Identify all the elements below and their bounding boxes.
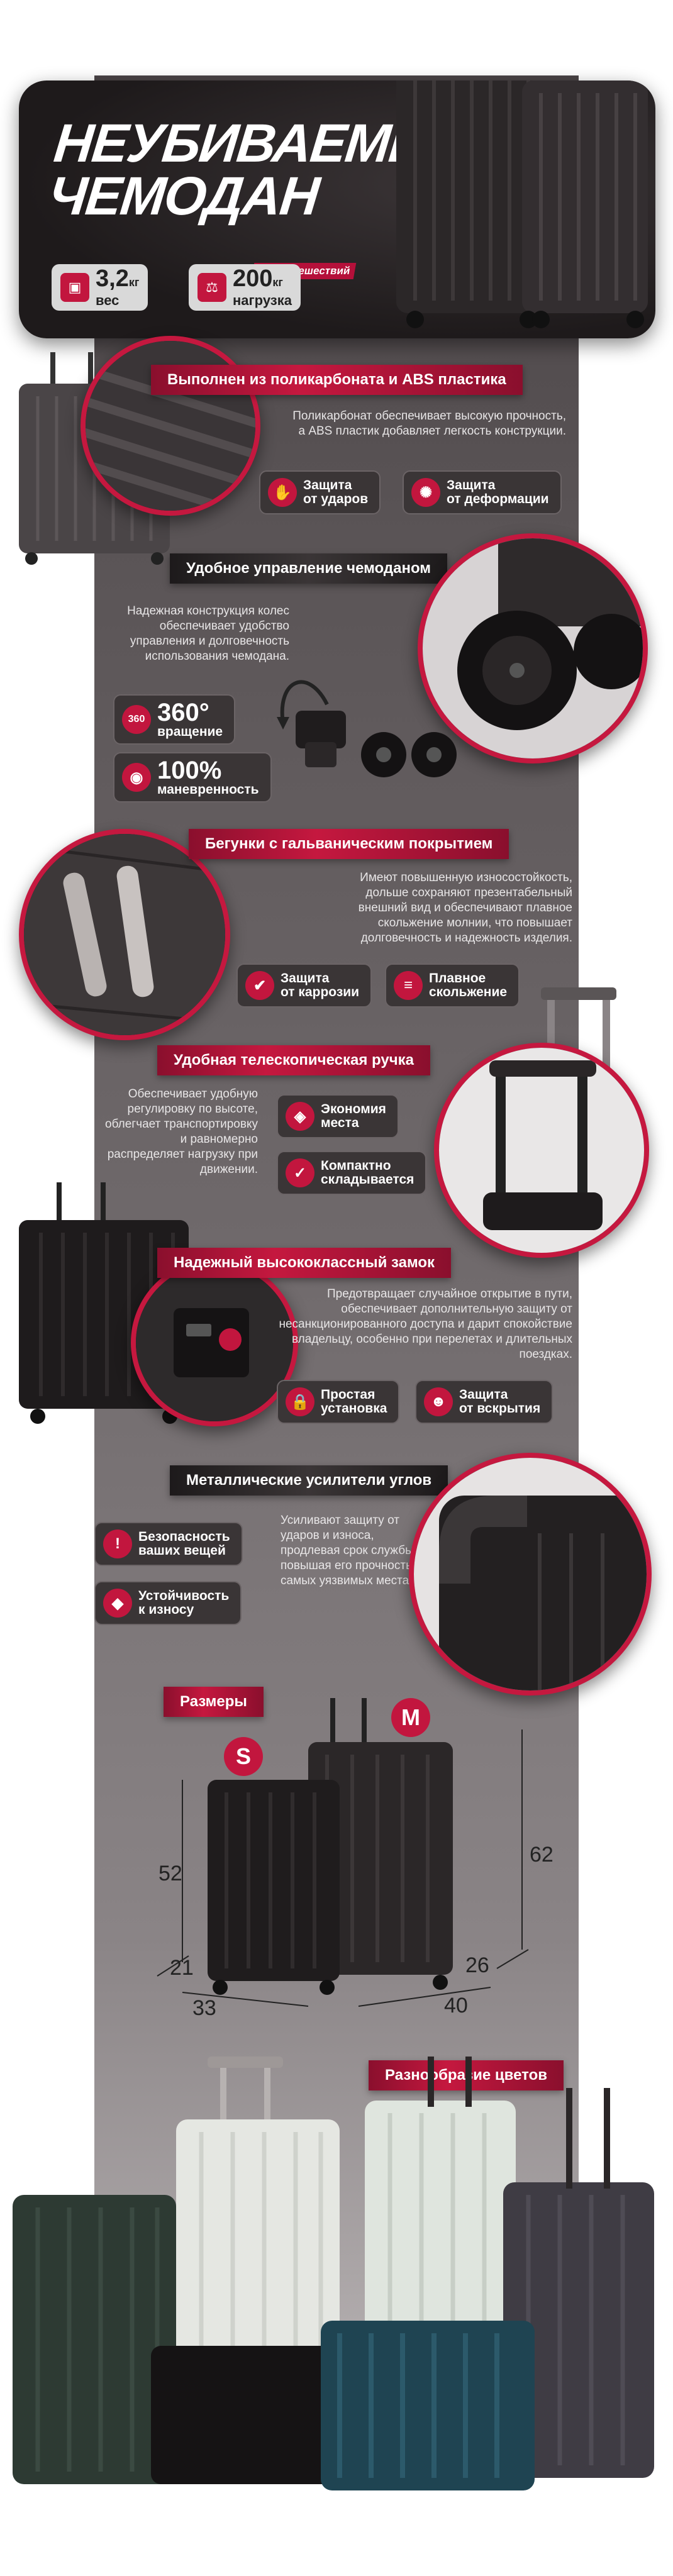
shield-alert-icon: ! <box>103 1530 132 1558</box>
stat-weight: ▣ 3,2кг вес <box>52 264 148 311</box>
badge-corrosion-line1: Защита <box>281 971 330 985</box>
zipper-closeup-circle <box>19 829 230 1040</box>
wheels-closeup-image <box>423 538 643 758</box>
badge-maneuver-value: 100% <box>157 757 222 784</box>
dim-small-height: 52 <box>159 1862 182 1885</box>
tire-icon: ◉ <box>122 763 151 792</box>
dim-medium-width: 40 <box>444 1994 468 2018</box>
wheels-text: Надежная конструкция колес обеспечивает … <box>127 604 289 663</box>
stat-load-unit: кг <box>272 276 283 289</box>
badge-glide-line2: скольжение <box>429 985 508 999</box>
badge-deformation-line2: от деформации <box>447 492 549 506</box>
lock-icon: 🔒 <box>286 1387 314 1416</box>
corners-closeup-image <box>414 1458 647 1690</box>
dim-small-depth: 21 <box>170 1956 194 1980</box>
badge-wear-line2: к износу <box>138 1602 194 1617</box>
stat-weight-value: 3,2 <box>96 265 129 292</box>
color-variants-image <box>13 2057 654 2490</box>
sizes-diagram <box>157 1698 529 2007</box>
diamond-icon: ◆ <box>103 1589 132 1618</box>
lock-title: Надежный высококлассный замок <box>157 1248 452 1278</box>
badge-rotation: 360 360°вращение <box>113 694 236 745</box>
lock-closeup-image <box>136 1264 293 1421</box>
badge-install-line1: Простая <box>321 1387 375 1402</box>
badge-wear-line1: Устойчивость <box>138 1589 230 1603</box>
size-mark-small: S <box>224 1737 263 1776</box>
badge-safety-line1: Безопасность <box>138 1530 230 1544</box>
badge-breakin-line2: от вскрытия <box>459 1401 541 1416</box>
check-circle-icon: ✓ <box>286 1158 314 1187</box>
zipper-icon: ≡ <box>394 971 423 1000</box>
hero-suitcases-image <box>396 80 648 328</box>
material-text: Поликарбонат обеспечивает высокую прочно… <box>292 409 566 438</box>
stat-load: ⚖ 200кг нагрузка <box>189 264 301 311</box>
corners-closeup-circle <box>409 1453 652 1696</box>
badge-compact-line2: складывается <box>321 1172 414 1187</box>
sizes-title: Размеры <box>164 1687 264 1717</box>
badge-impact-line1: Защита <box>303 478 352 492</box>
stat-weight-unit: кг <box>128 276 140 289</box>
stat-weight-label: вес <box>96 292 120 308</box>
badge-install-line2: установка <box>321 1401 387 1416</box>
lock-text: Предотвращает случайное открытие в пути,… <box>279 1287 572 1361</box>
weight-icon: ▣ <box>60 273 89 302</box>
badge-breakin-line1: Защита <box>459 1387 508 1402</box>
corners-title: Металлические усилители углов <box>170 1465 448 1496</box>
wheels-closeup-circle <box>418 533 648 763</box>
zipper-closeup-image <box>24 834 225 1035</box>
handle-title: Удобная телескопическая ручка <box>157 1045 430 1075</box>
handle-closeup-circle <box>434 1043 649 1258</box>
wheel-assembly-image <box>277 680 457 777</box>
material-title: Выполнен из поликарбоната и ABS пластика <box>151 365 523 395</box>
wheels-title: Удобное управление чемоданом <box>170 553 448 584</box>
stat-load-label: нагрузка <box>233 292 292 308</box>
shield-check-icon: ✔ <box>245 971 274 1000</box>
scale-icon: ⚖ <box>197 273 226 302</box>
corners-text: Усиливают защиту от ударов и износа, про… <box>281 1514 424 1587</box>
thief-icon: ☻ <box>424 1387 453 1416</box>
handle-text: Обеспечивает удобную регулировку по высо… <box>105 1087 258 1176</box>
lock-closeup-circle <box>131 1259 298 1426</box>
material-closeup-circle <box>81 336 260 516</box>
zippers-title: Бегунки с гальваническим покрытием <box>189 829 509 859</box>
shield-hand-icon: ✋ <box>268 478 297 507</box>
badge-space-line2: места <box>321 1116 359 1130</box>
zippers-text: Имеют повышенную износостойкость, дольше… <box>358 871 572 945</box>
badge-glide-line1: Плавное <box>429 971 486 985</box>
handle-closeup-image <box>439 1048 644 1253</box>
crack-icon: ✺ <box>411 478 440 507</box>
layers-icon: ◈ <box>286 1102 314 1131</box>
badge-maneuverability: ◉ 100%маневренность <box>113 752 272 802</box>
dim-small-width: 33 <box>192 1996 216 2020</box>
badge-corrosion-line2: от каррозии <box>281 985 360 999</box>
badge-rotation-label: вращение <box>157 724 223 739</box>
badge-rotation-value: 360° <box>157 699 209 726</box>
badge-safety-line2: ваших вещей <box>138 1543 226 1558</box>
dim-medium-height: 62 <box>530 1843 553 1867</box>
badge-space-line1: Экономия <box>321 1102 386 1116</box>
stat-load-value: 200 <box>233 265 273 292</box>
badge-impact-line2: от ударов <box>303 492 369 506</box>
size-mark-medium: M <box>391 1698 430 1737</box>
rotation-360-icon: 360 <box>122 705 151 734</box>
badge-maneuver-label: маневренность <box>157 782 259 797</box>
badge-deformation-line1: Защита <box>447 478 496 492</box>
dim-medium-depth: 26 <box>465 1953 489 1977</box>
badge-compact-line1: Компактно <box>321 1158 391 1173</box>
